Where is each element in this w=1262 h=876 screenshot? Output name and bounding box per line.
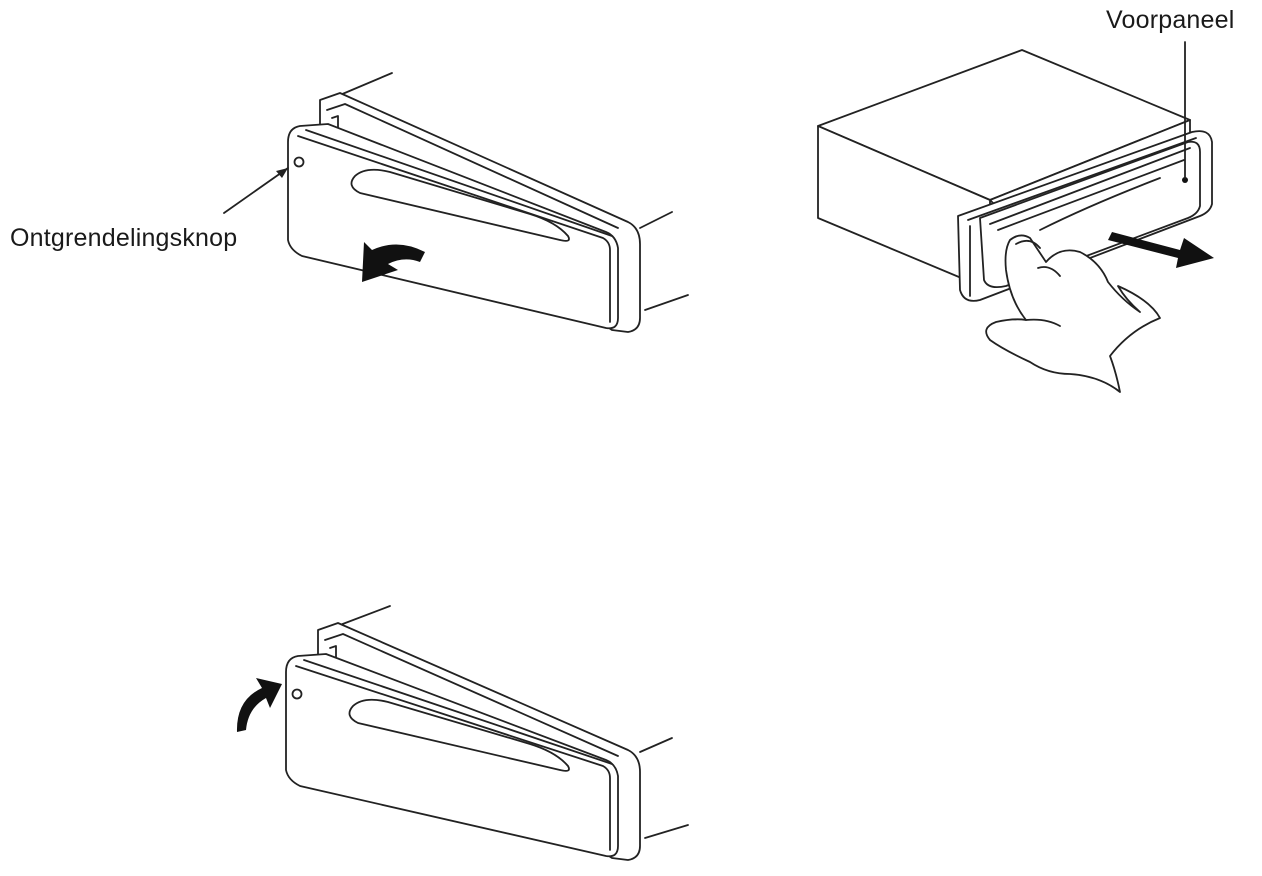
unit-chassis: [339, 605, 689, 839]
figure-open-panel: [223, 72, 689, 333]
front-panel: [287, 123, 619, 330]
unit-chassis: [339, 72, 689, 311]
hand: [985, 234, 1161, 393]
release-button: [293, 156, 305, 168]
figure-close-panel: [236, 605, 689, 861]
front-panel: [285, 653, 619, 858]
display-window: [348, 698, 570, 772]
curved-arrow-up-icon: [236, 678, 282, 732]
pull-arrow-right-icon: [1108, 232, 1214, 268]
display-window: [350, 168, 570, 242]
release-button-leader: [223, 167, 289, 214]
release-button-label: Ontgrendelingsknop: [10, 224, 238, 252]
front-panel-label: Voorpaneel: [1106, 6, 1235, 34]
figure-remove-panel: [817, 41, 1214, 393]
curved-arrow-down-icon: [362, 242, 425, 282]
release-button: [291, 688, 303, 700]
